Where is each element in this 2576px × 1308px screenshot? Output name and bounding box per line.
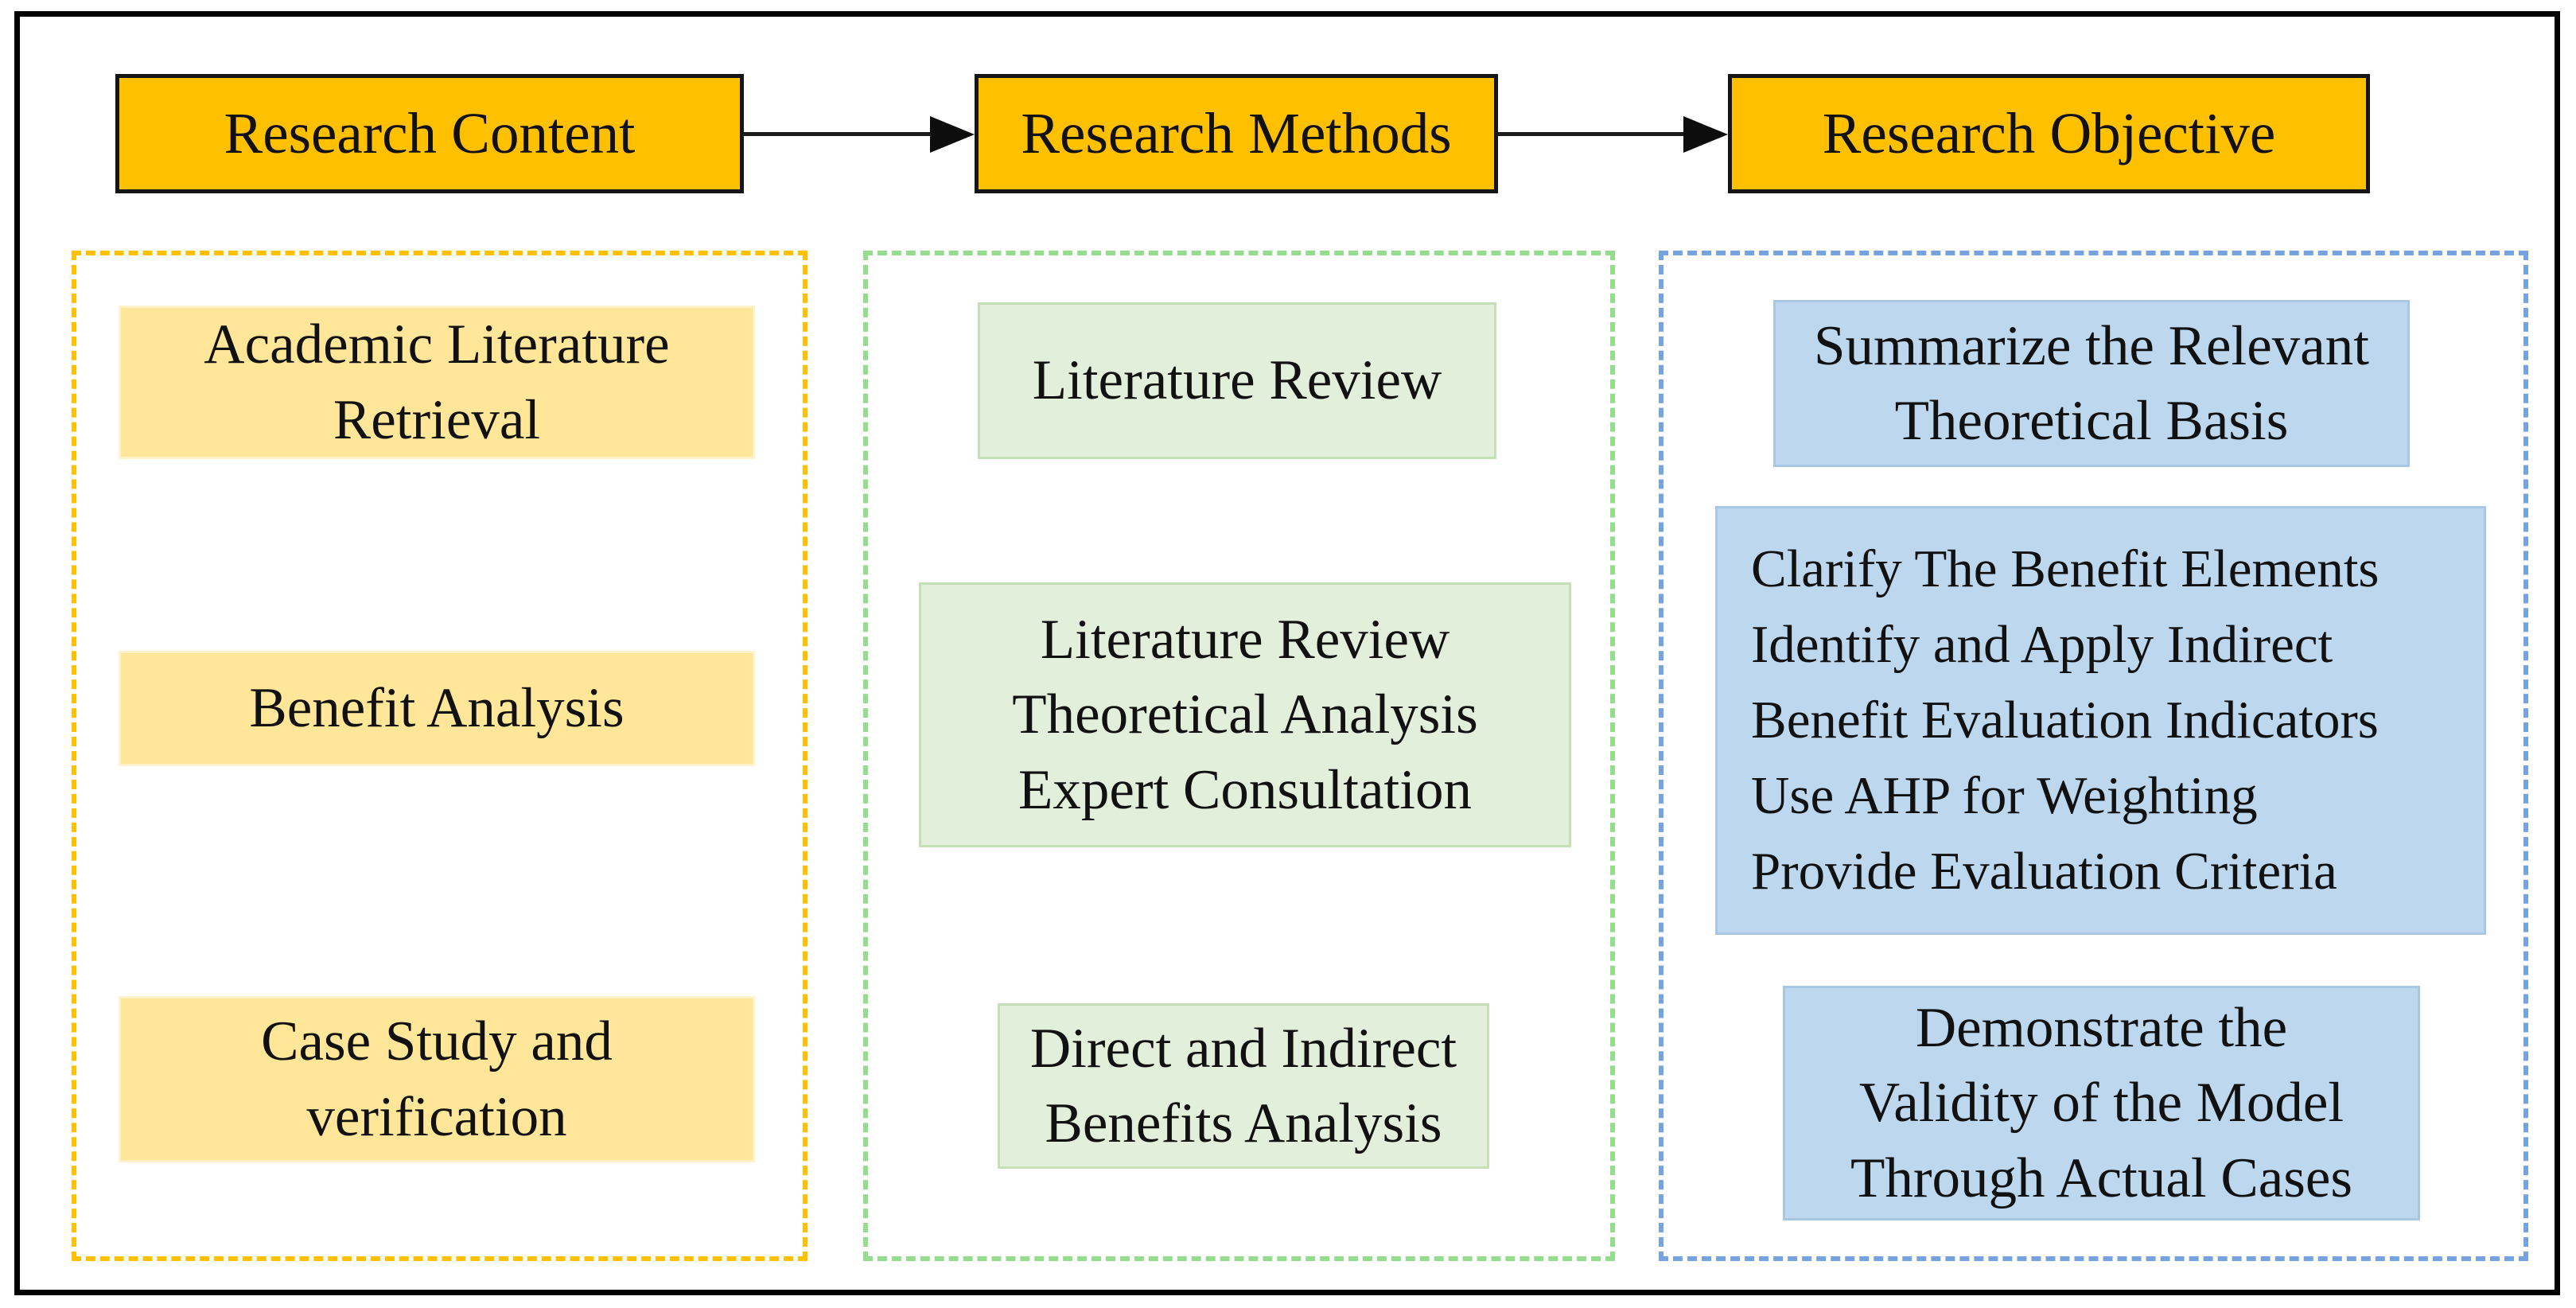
box-case-study-verification: Case Study and verification bbox=[119, 996, 755, 1162]
box-clarify-benefit-elements-label: Clarify The Benefit Elements Identify an… bbox=[1751, 539, 2379, 901]
header-research-objective-label: Research Objective bbox=[1822, 101, 2276, 166]
arrow-content-to-methods-head-icon bbox=[930, 116, 975, 153]
box-literature-review-label: Literature Review bbox=[1032, 349, 1442, 412]
box-review-analysis-consultation-label: Literature Review Theoretical Analysis E… bbox=[1012, 608, 1478, 821]
box-clarify-benefit-elements: Clarify The Benefit Elements Identify an… bbox=[1715, 506, 2486, 935]
arrow-content-to-methods-line bbox=[744, 132, 931, 136]
arrow-methods-to-objective-head-icon bbox=[1683, 116, 1728, 153]
content-group-outline bbox=[72, 251, 807, 1261]
box-direct-indirect-benefits-label: Direct and Indirect Benefits Analysis bbox=[1029, 1017, 1457, 1154]
header-research-objective: Research Objective bbox=[1728, 74, 2370, 193]
box-benefit-analysis: Benefit Analysis bbox=[119, 651, 755, 766]
objective-group-outline bbox=[1659, 251, 2528, 1261]
box-case-study-verification-label: Case Study and verification bbox=[261, 1010, 613, 1148]
arrow-methods-to-objective-line bbox=[1498, 132, 1684, 136]
methods-group-outline bbox=[863, 251, 1615, 1261]
box-academic-literature-retrieval-label: Academic Literature Retrieval bbox=[204, 313, 670, 451]
box-benefit-analysis-label: Benefit Analysis bbox=[249, 677, 625, 740]
header-research-methods-label: Research Methods bbox=[1021, 101, 1452, 166]
box-demonstrate-model-validity: Demonstrate the Validity of the Model Th… bbox=[1783, 986, 2420, 1220]
box-review-analysis-consultation: Literature Review Theoretical Analysis E… bbox=[919, 582, 1571, 847]
box-summarize-theoretical-basis: Summarize the Relevant Theoretical Basis bbox=[1773, 300, 2410, 467]
header-research-content: Research Content bbox=[115, 74, 744, 193]
box-literature-review: Literature Review bbox=[978, 302, 1496, 459]
box-direct-indirect-benefits: Direct and Indirect Benefits Analysis bbox=[998, 1003, 1489, 1169]
box-demonstrate-model-validity-label: Demonstrate the Validity of the Model Th… bbox=[1850, 996, 2352, 1209]
header-research-methods: Research Methods bbox=[975, 74, 1498, 193]
box-academic-literature-retrieval: Academic Literature Retrieval bbox=[119, 306, 755, 459]
outer-frame bbox=[14, 11, 2560, 1295]
header-research-content-label: Research Content bbox=[224, 101, 636, 166]
box-summarize-theoretical-basis-label: Summarize the Relevant Theoretical Basis bbox=[1814, 314, 2369, 452]
